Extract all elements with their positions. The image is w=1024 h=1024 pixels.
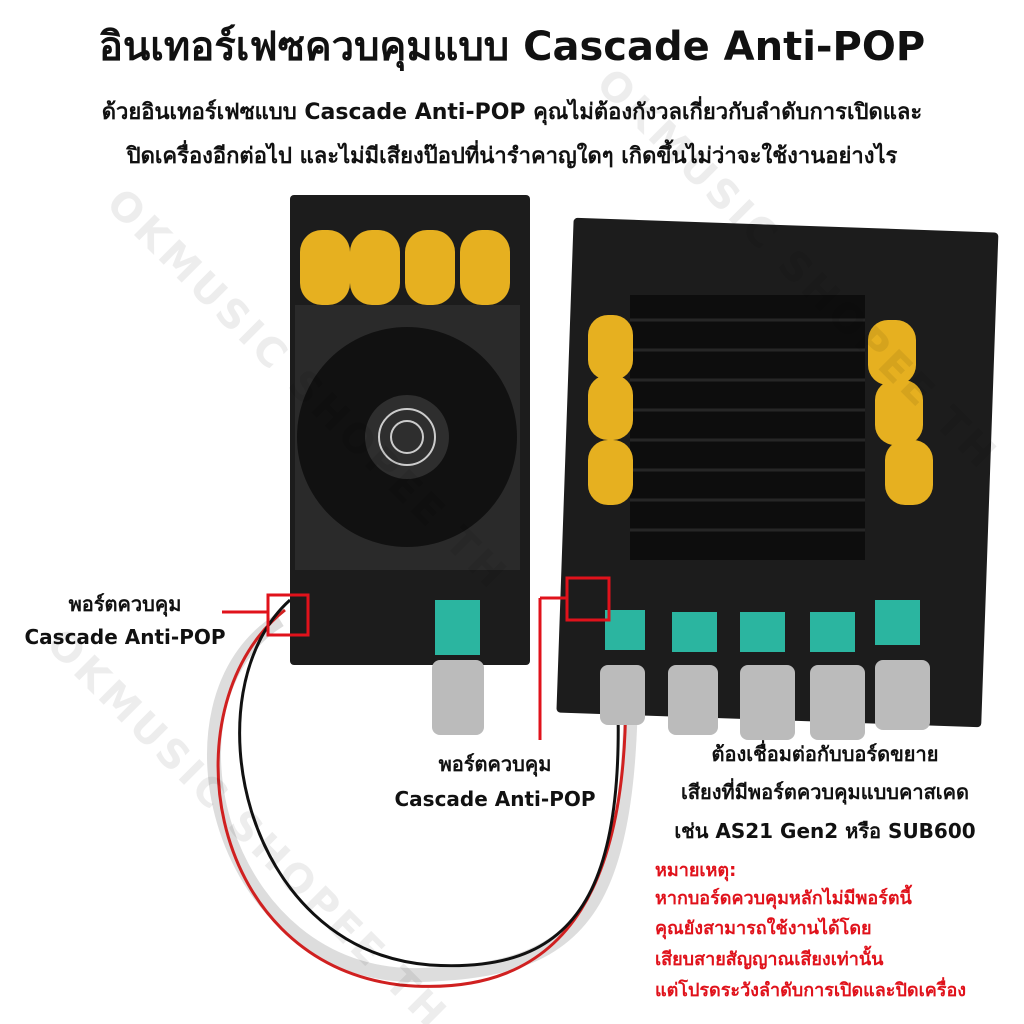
subtitle-line-2: ปิดเครื่องอีกต่อไป และไม่มีเสียงป๊อปที่น…	[126, 144, 898, 169]
right-board	[538, 217, 999, 740]
cable-white	[206, 579, 639, 983]
note-line: แต่โปรดระวังลำดับการเปิดและปิดเครื่อง	[655, 980, 967, 1001]
note-line: คุณยังสามารถใช้งานได้โดย	[655, 918, 872, 939]
center-label-line2: Cascade Anti-POP	[394, 787, 596, 811]
cable-black	[238, 589, 620, 968]
left-label-line1: พอร์ตควบคุม	[68, 592, 182, 616]
cable-red	[216, 589, 628, 988]
potentiometers	[605, 600, 920, 652]
subtitle-line-1: ด้วยอินเทอร์เฟซแบบ Cascade Anti-POP คุณไ…	[101, 100, 923, 125]
port-highlight-left	[266, 593, 310, 637]
right-text-3: เช่น AS21 Gen2 หรือ SUB600	[674, 819, 976, 843]
left-board	[222, 195, 530, 735]
note-heading: หมายเหตุ:	[655, 860, 737, 881]
right-text-2: เสียงที่มีพอร์ตควบคุมแบบคาสเคด	[681, 780, 969, 804]
note-line: หากบอร์ดควบคุมหลักไม่มีพอร์ตนี้	[655, 888, 912, 909]
note-line: เสียบสายสัญญาณเสียงเท่านั้น	[655, 949, 884, 970]
knobs	[600, 660, 930, 740]
heatsink	[630, 295, 865, 560]
right-text-1: ต้องเชื่อมต่อกับบอร์ดขยาย	[711, 742, 939, 766]
capacitors-left	[300, 230, 510, 305]
page-title: อินเทอร์เฟซควบคุมแบบ Cascade Anti-POP	[98, 24, 926, 70]
capacitors-right	[588, 315, 933, 505]
center-label-line1: พอร์ตควบคุม	[438, 752, 552, 776]
knob	[432, 660, 484, 735]
potentiometer	[435, 600, 480, 655]
left-label-line2: Cascade Anti-POP	[24, 625, 226, 649]
